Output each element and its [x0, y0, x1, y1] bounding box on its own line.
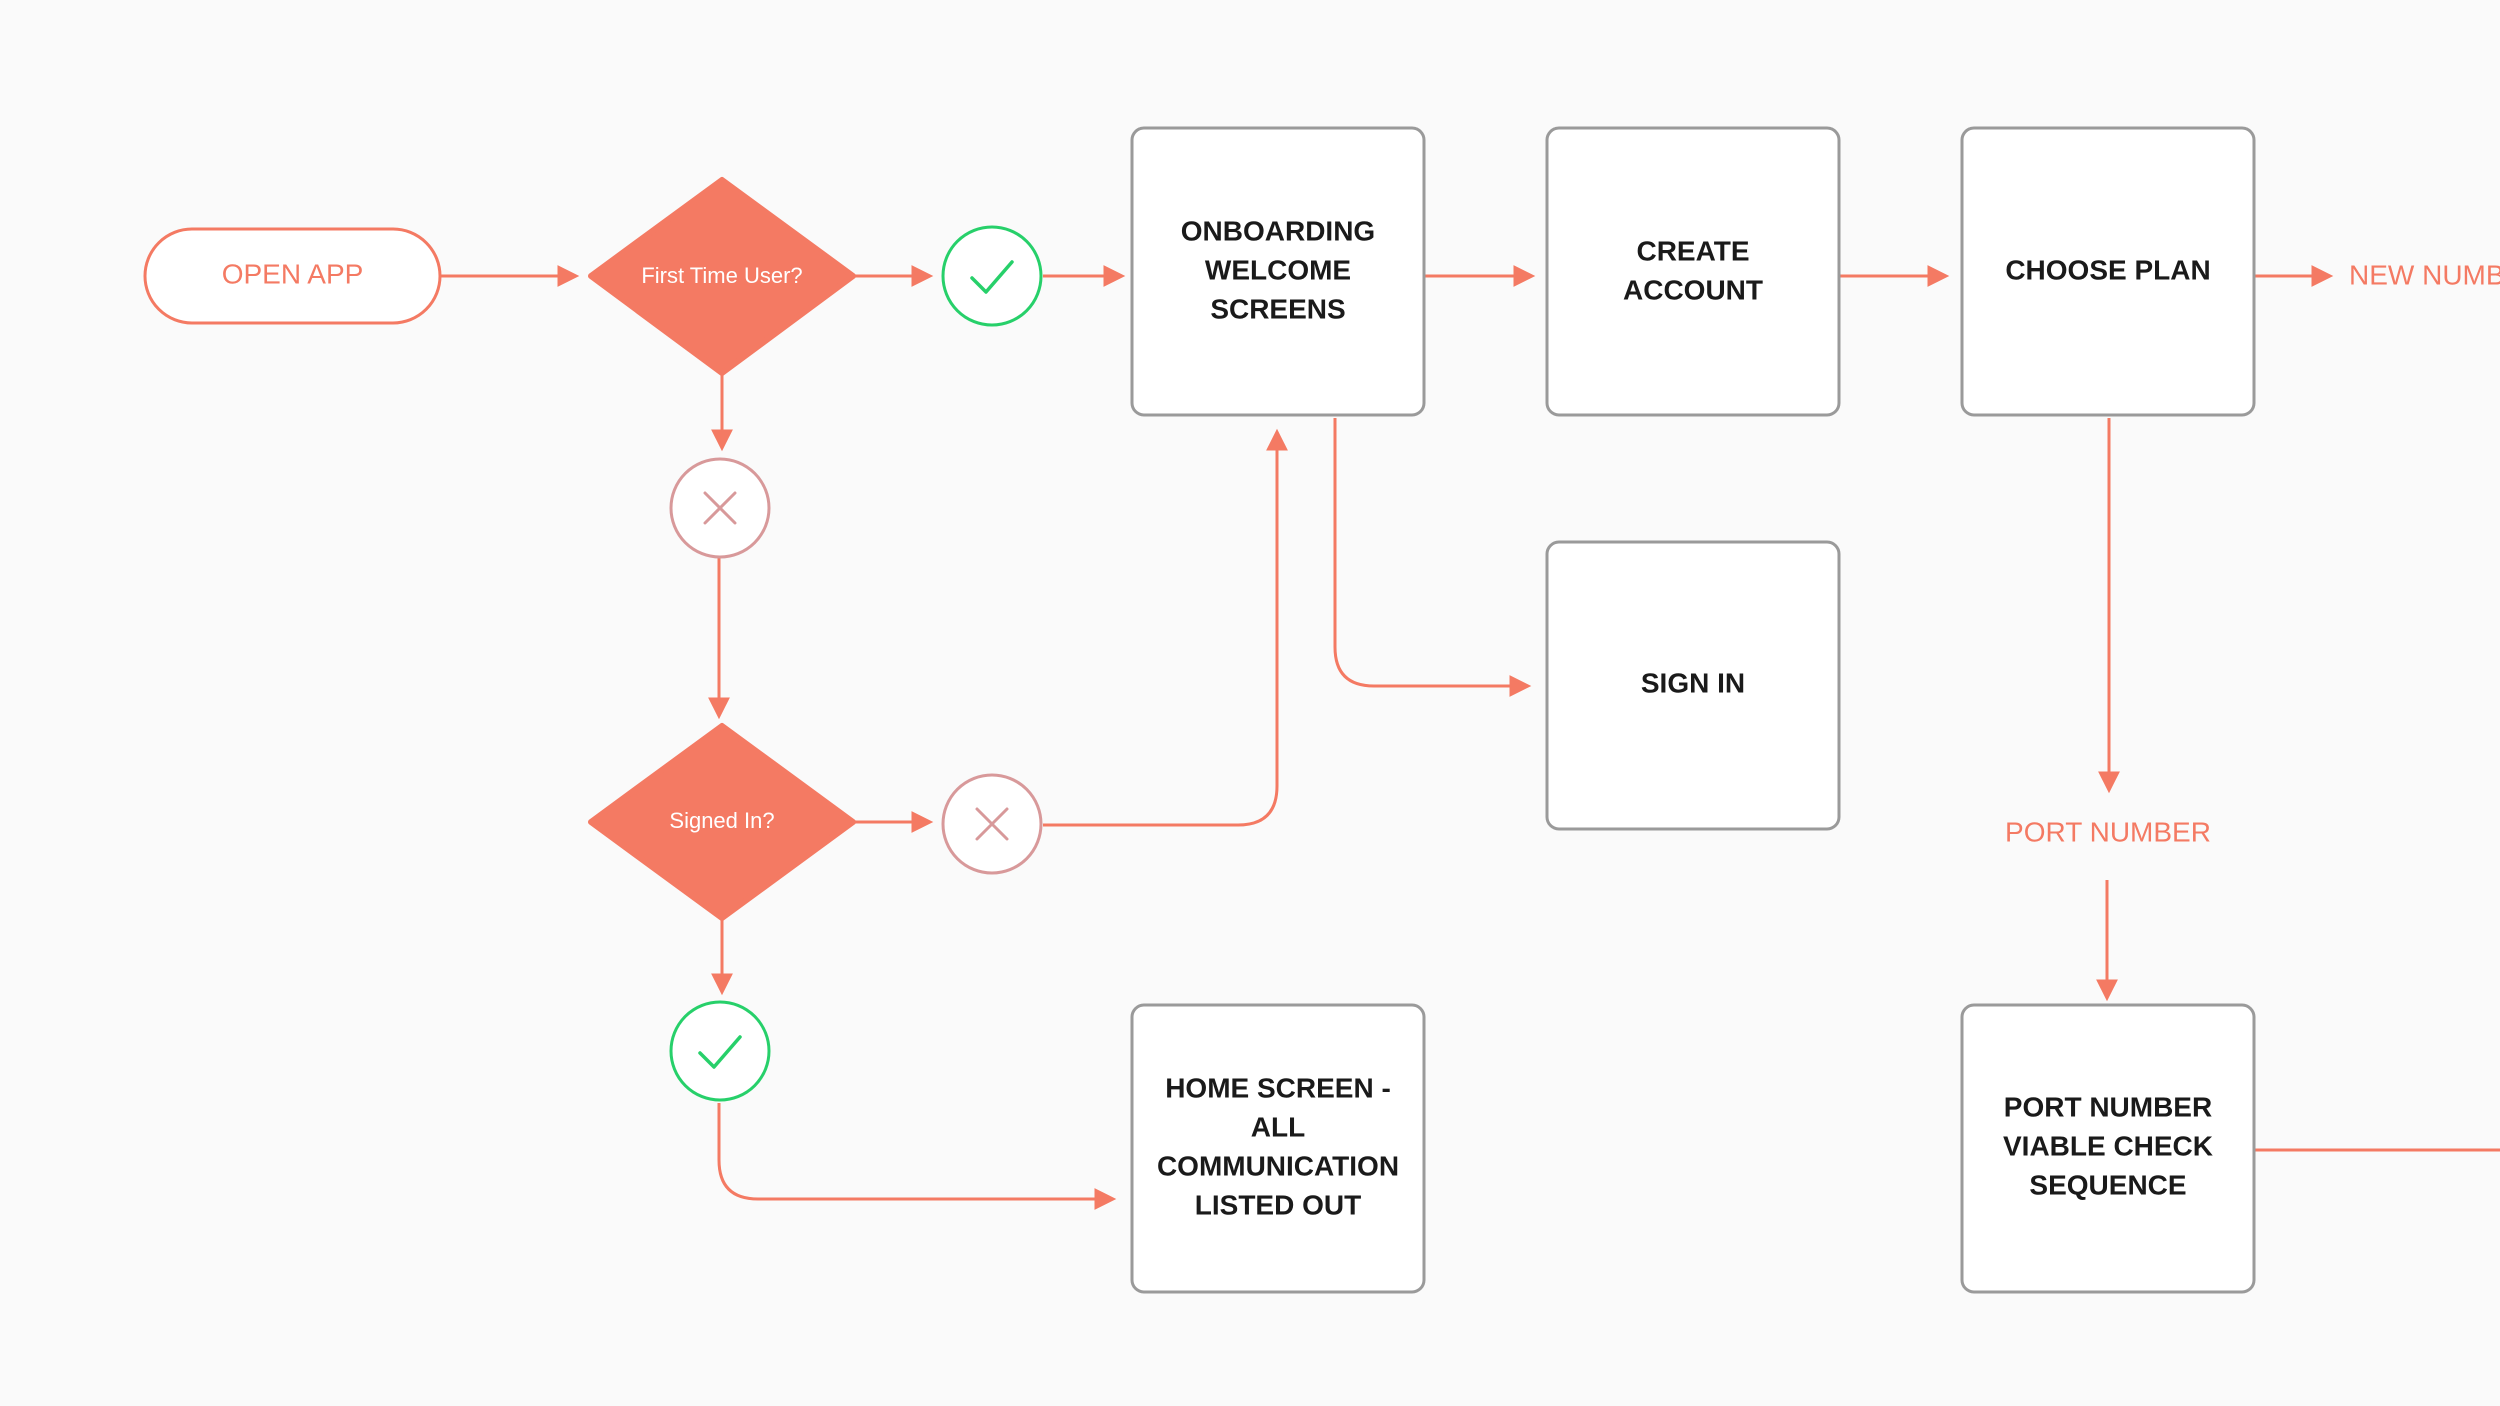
home-screen-line-3: COMMUNICATION	[1157, 1150, 1399, 1181]
first-time-user-label: First Time User?	[641, 263, 802, 288]
home-screen-line-4: LISTED OUT	[1195, 1189, 1361, 1220]
create-account-line-2: ACCOUNT	[1623, 274, 1763, 305]
home-screen-line-2: ALL	[1251, 1111, 1305, 1142]
cross-icon	[669, 457, 771, 559]
open-app-label: OPEN APP	[222, 258, 364, 289]
cross-icon	[941, 773, 1043, 875]
signed-in-label: Signed In?	[669, 808, 774, 833]
onboarding-line-3: SCREENS	[1210, 293, 1345, 324]
node-open-app: OPEN APP	[143, 227, 442, 325]
port-check-line-2: VIABLE CHECK	[2003, 1130, 2213, 1161]
decision-first-time-user: First Time User?	[588, 177, 856, 376]
choose-plan-label: CHOOSE PLAN	[2005, 254, 2210, 285]
port-check-line-3: SEQUENCE	[2029, 1169, 2186, 1200]
port-number-label: PORT NUMBER	[2005, 816, 2211, 847]
node-onboarding-welcome-screens: ONBOARDING WELCOME SCREENS	[1130, 126, 1426, 417]
port-check-line-1: PORT NUMBER	[2004, 1091, 2212, 1122]
node-create-account: CREATE ACCOUNT	[1545, 126, 1841, 417]
connector-onboarding-to-signin	[1333, 418, 1532, 697]
check-icon	[669, 1000, 771, 1102]
node-sign-in: SIGN IN	[1545, 540, 1841, 831]
onboarding-line-1: ONBOARDING	[1181, 215, 1375, 246]
node-port-number-check: PORT NUMBER VIABLE CHECK SEQUENCE	[1960, 1003, 2256, 1294]
connectors	[440, 265, 2500, 1210]
connector-yes-to-home	[717, 1103, 1117, 1210]
node-home-screen: HOME SCREEN - ALL COMMUNICATION LISTED O…	[1130, 1003, 1426, 1294]
home-screen-line-1: HOME SCREEN -	[1165, 1072, 1391, 1103]
check-icon	[941, 225, 1043, 327]
new-number-label: NEW NUMBER	[2349, 259, 2500, 290]
decision-signed-in: Signed In?	[588, 723, 856, 921]
create-account-line-1: CREATE	[1636, 235, 1749, 266]
sign-in-label: SIGN IN	[1641, 667, 1745, 698]
node-choose-plan: CHOOSE PLAN	[1960, 126, 2256, 417]
connector-no-to-onboarding	[1043, 428, 1288, 827]
onboarding-line-2: WELCOME	[1205, 254, 1351, 285]
